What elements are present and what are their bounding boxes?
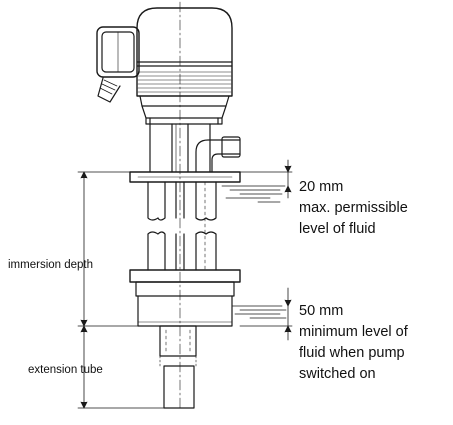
- outlet-elbow: [195, 136, 241, 173]
- lower-dimension-value: 50 mm: [299, 303, 344, 319]
- lower-level-text-1: minimum level of: [299, 324, 408, 340]
- upper-level-text-1: max. permissible: [299, 200, 408, 216]
- dimension-immersion: [77, 171, 139, 327]
- dimension-extension: [77, 325, 165, 409]
- upper-dimension-value: 20 mm: [299, 179, 344, 195]
- lower-level-text-2: fluid when pump: [299, 345, 405, 361]
- pump-housing: [129, 269, 241, 327]
- extension-tube-label: extension tube: [28, 364, 103, 376]
- extension-tube: [159, 325, 197, 409]
- dimension-20mm: [211, 159, 293, 199]
- terminal-box: [96, 26, 140, 103]
- mounting-flange: [129, 171, 241, 183]
- upper-level-text-2: level of fluid: [299, 221, 376, 237]
- fluid-level-max: [221, 185, 286, 203]
- fluid-level-min: [231, 305, 287, 319]
- lower-level-text-3: switched on: [299, 366, 376, 382]
- immersion-column: [147, 181, 217, 271]
- dimension-50mm: [239, 287, 293, 341]
- motor-housing: [136, 7, 233, 125]
- immersion-depth-label: immersion depth: [8, 259, 94, 271]
- pump-neck: [149, 123, 211, 173]
